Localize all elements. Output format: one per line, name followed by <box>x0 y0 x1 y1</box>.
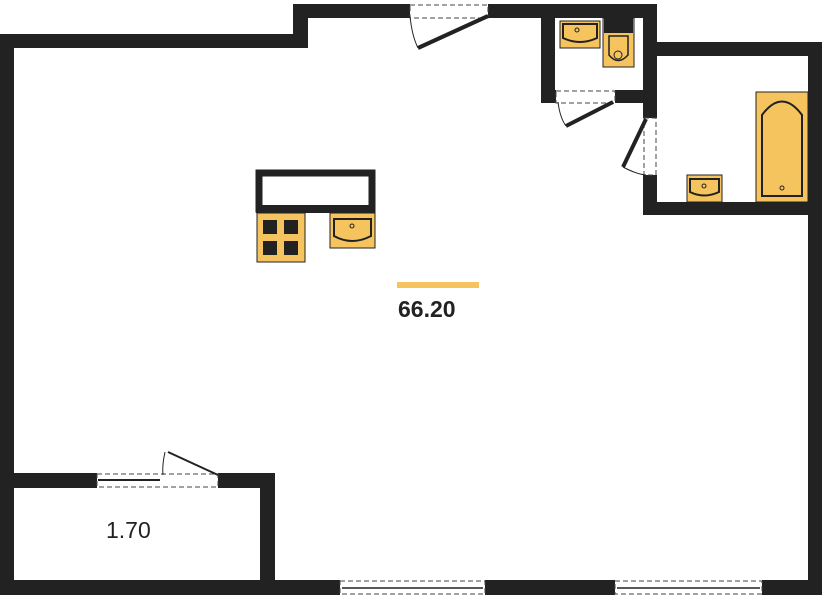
toilet-icon <box>602 17 635 68</box>
doors <box>98 14 760 589</box>
area-accent-bar <box>397 282 479 288</box>
stove-icon <box>256 212 306 263</box>
walls <box>0 4 822 595</box>
bathroom-sink-icon <box>686 174 723 203</box>
openings <box>96 4 763 595</box>
bathtub-icon <box>755 91 809 203</box>
kitchen-counter <box>255 169 376 213</box>
main-room-area-label: 66.20 <box>398 296 456 322</box>
kitchen-sink-icon <box>329 212 376 249</box>
balcony-area-label: 1.70 <box>106 517 151 543</box>
wc-sink-icon <box>559 20 601 49</box>
